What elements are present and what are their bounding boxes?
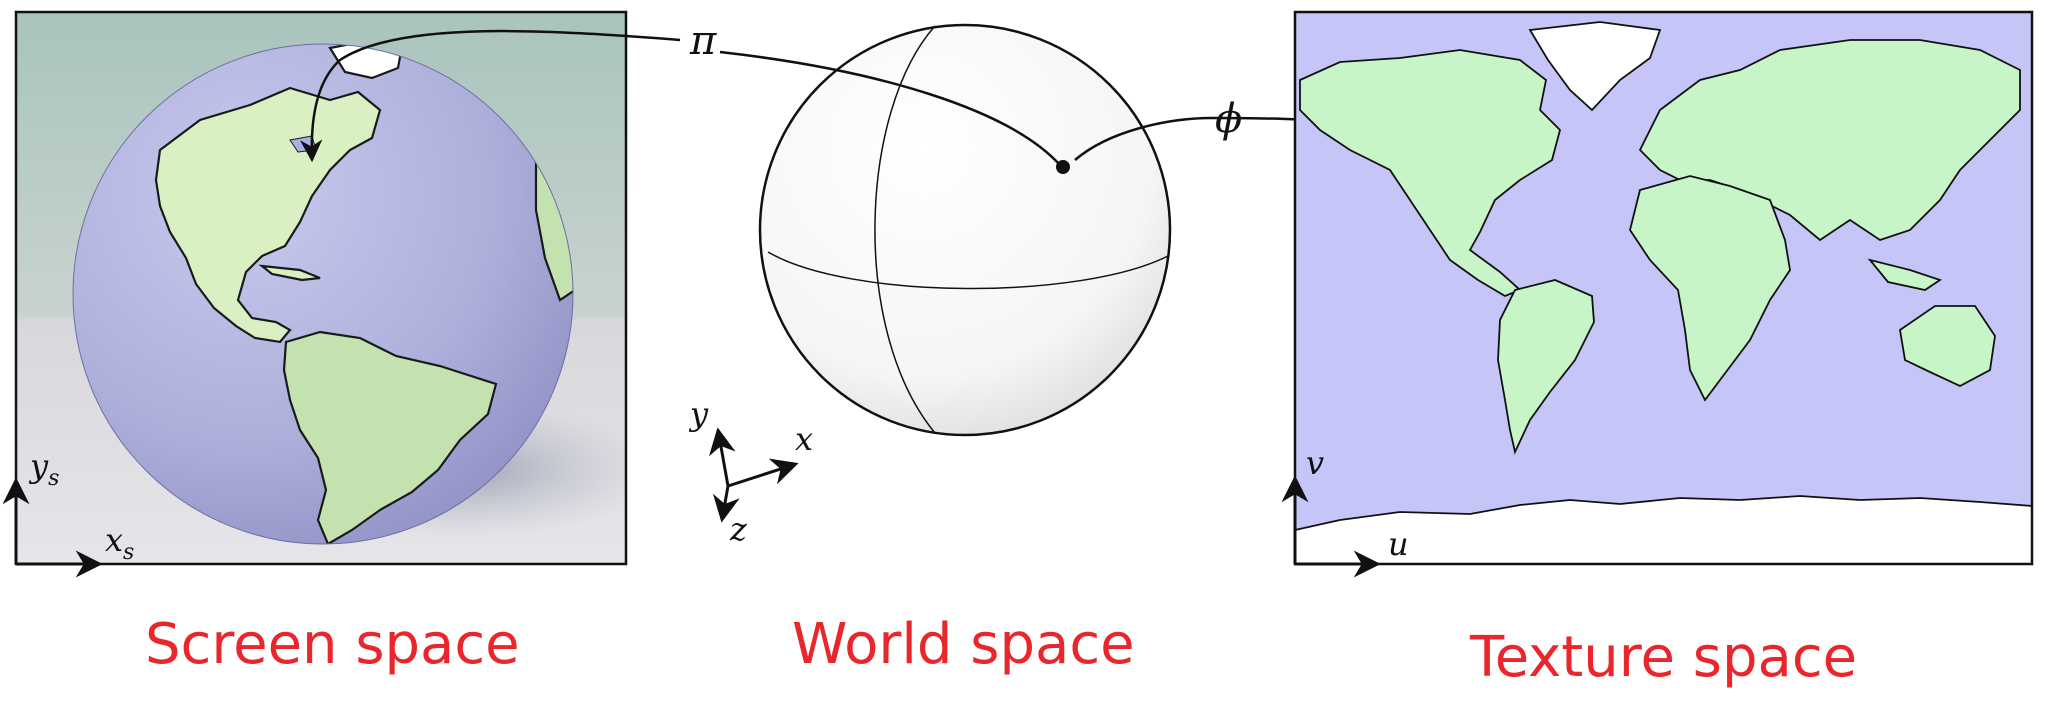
world-sphere bbox=[758, 23, 1172, 437]
south-america-shape bbox=[282, 330, 498, 544]
texture-axes bbox=[1281, 475, 1381, 578]
pi-mapping-arrow bbox=[299, 29, 681, 163]
v-axis-label: v bbox=[1306, 444, 1324, 482]
world-space-caption: World space bbox=[792, 612, 1135, 677]
xs-axis-label: xs bbox=[105, 521, 134, 565]
world-z-axis bbox=[712, 485, 740, 523]
pi-source-line bbox=[719, 50, 1061, 166]
map-greenland bbox=[1528, 21, 1662, 112]
pi-label: π bbox=[689, 18, 717, 64]
caribbean-islands bbox=[258, 264, 321, 282]
meridian-line bbox=[874, 25, 936, 434]
map-north-america bbox=[1299, 49, 1562, 298]
map-australia bbox=[1899, 305, 1996, 388]
world-z-label: z bbox=[729, 510, 748, 548]
map-africa bbox=[1629, 175, 1791, 402]
texture-space-caption: Texture space bbox=[1470, 625, 1858, 690]
texture-space-panel: u v bbox=[1281, 10, 2034, 578]
screen-axes bbox=[2, 477, 103, 578]
map-south-america bbox=[1497, 279, 1595, 455]
world-map bbox=[1294, 21, 2033, 565]
north-america-shape bbox=[154, 86, 382, 344]
screen-frame bbox=[14, 10, 628, 566]
world-x-axis bbox=[727, 458, 799, 488]
phi-label: ϕ bbox=[1215, 96, 1242, 142]
world-x-label: x bbox=[795, 420, 813, 458]
map-indonesia bbox=[1867, 258, 1943, 291]
texture-frame bbox=[1293, 10, 2034, 566]
world-axes bbox=[708, 427, 799, 523]
u-axis-label: u bbox=[1388, 525, 1409, 563]
world-y-axis bbox=[708, 427, 736, 487]
screen-space-panel: xs ys bbox=[2, 10, 628, 578]
ys-axis-label: ys bbox=[28, 447, 59, 491]
rendered-globe bbox=[72, 43, 574, 545]
equator-line bbox=[767, 251, 1169, 290]
world-y-label: y bbox=[688, 395, 709, 433]
world-space-panel: x y z bbox=[688, 23, 1172, 548]
screen-space-caption: Screen space bbox=[145, 612, 520, 677]
